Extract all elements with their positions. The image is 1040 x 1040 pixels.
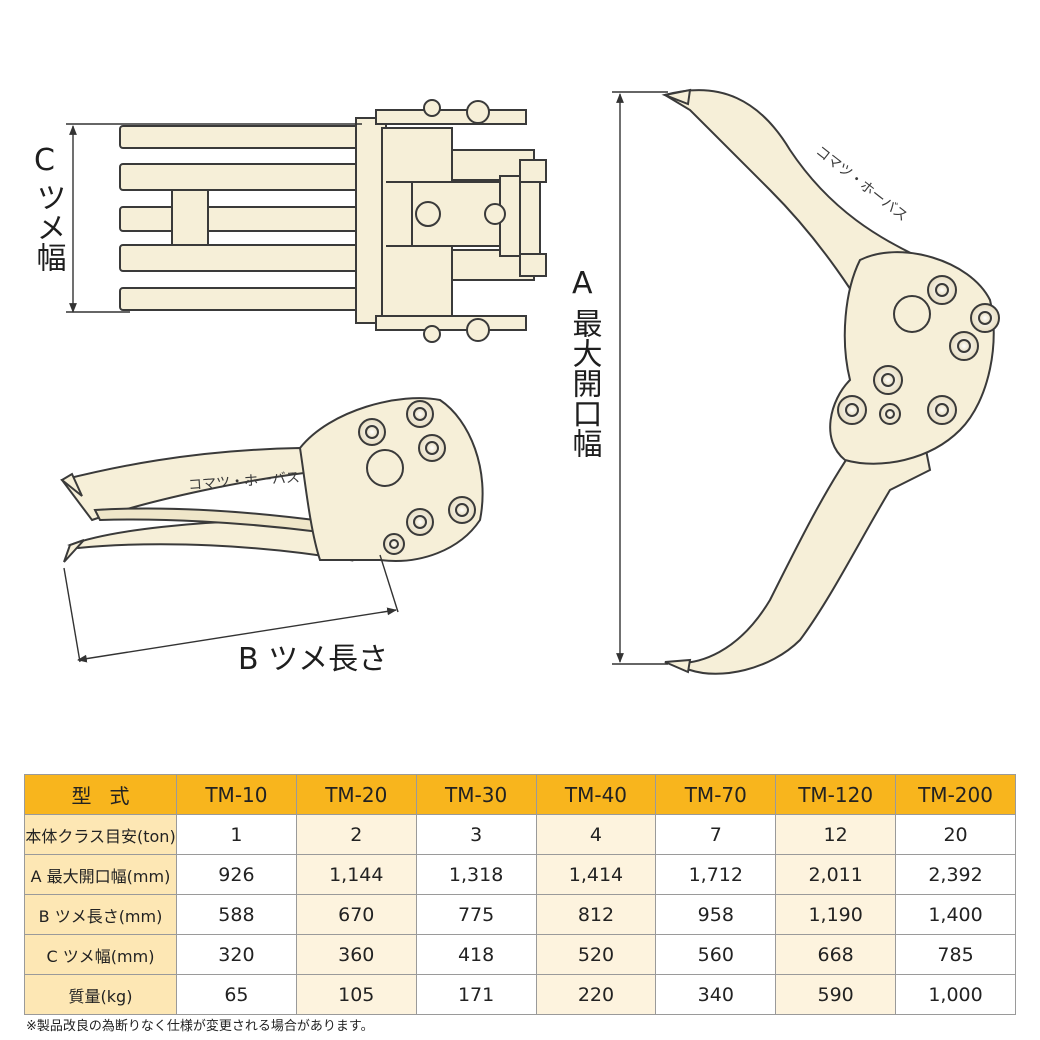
table-cell: 958 bbox=[655, 894, 777, 935]
table-cell: 418 bbox=[415, 934, 537, 975]
c-dimension-line bbox=[66, 123, 362, 313]
model-column-header: TM-30 bbox=[415, 774, 537, 815]
table-cell: 12 bbox=[775, 814, 897, 855]
table-cell: 1,414 bbox=[535, 854, 657, 895]
model-column-header: TM-40 bbox=[535, 774, 657, 815]
table-cell: 812 bbox=[535, 894, 657, 935]
row-label: C ツメ幅(mm) bbox=[24, 934, 177, 975]
product-drawing: コマツ・ホーバス コマツ・ホーバス bbox=[60, 88, 1000, 675]
side-view-drawing bbox=[60, 397, 484, 563]
table-cell: 670 bbox=[295, 894, 417, 935]
table-cell: 560 bbox=[655, 934, 777, 975]
table-cell: 775 bbox=[415, 894, 537, 935]
table-cell: 2,392 bbox=[895, 854, 1016, 895]
b-dimension-line bbox=[63, 554, 399, 663]
top-view-drawing bbox=[119, 99, 547, 343]
table-cell: 668 bbox=[775, 934, 897, 975]
table-cell: 1,712 bbox=[655, 854, 777, 895]
table-cell: 590 bbox=[775, 974, 897, 1015]
table-cell: 1,000 bbox=[895, 974, 1016, 1015]
c-letter-label: C bbox=[34, 143, 55, 178]
table-cell: 1,144 bbox=[295, 854, 417, 895]
footnote: ※製品改良の為断りなく仕様が変更される場合があります。 bbox=[26, 1019, 374, 1034]
side-view-bolts bbox=[358, 400, 476, 555]
table-cell: 7 bbox=[655, 814, 777, 855]
model-header: 型式 bbox=[24, 774, 177, 815]
table-cell: 2 bbox=[295, 814, 417, 855]
table-cell: 340 bbox=[655, 974, 777, 1015]
model-column-header: TM-70 bbox=[655, 774, 777, 815]
table-cell: 360 bbox=[295, 934, 417, 975]
table-cell: 171 bbox=[415, 974, 537, 1015]
model-column-header: TM-200 bbox=[895, 774, 1016, 815]
table-cell: 1,318 bbox=[415, 854, 537, 895]
a-letter-label: A bbox=[572, 266, 593, 301]
table-cell: 785 bbox=[895, 934, 1016, 975]
row-label: B ツメ長さ(mm) bbox=[24, 894, 177, 935]
table-cell: 588 bbox=[176, 894, 297, 935]
model-column-header: TM-120 bbox=[775, 774, 897, 815]
table-cell: 3 bbox=[415, 814, 537, 855]
table-cell: 105 bbox=[295, 974, 417, 1015]
table-cell: 926 bbox=[176, 854, 297, 895]
row-label: A 最大開口幅(mm) bbox=[24, 854, 177, 895]
table-cell: 4 bbox=[535, 814, 657, 855]
table-cell: 220 bbox=[535, 974, 657, 1015]
table-cell: 1,190 bbox=[775, 894, 897, 935]
table-cell: 520 bbox=[535, 934, 657, 975]
table-cell: 2,011 bbox=[775, 854, 897, 895]
table-cell: 65 bbox=[176, 974, 297, 1015]
b-length-label: B ツメ長さ bbox=[238, 642, 389, 677]
table-cell: 1 bbox=[176, 814, 297, 855]
side-logo-text: コマツ・ホーバス bbox=[188, 470, 301, 494]
a-dimension-line bbox=[612, 91, 668, 665]
c-width-label: ツメ幅 bbox=[30, 182, 66, 272]
model-column-header: TM-20 bbox=[295, 774, 417, 815]
model-column-header: TM-10 bbox=[176, 774, 297, 815]
front-view-drawing bbox=[661, 88, 995, 675]
row-label: 質量(kg) bbox=[24, 974, 177, 1015]
table-cell: 320 bbox=[176, 934, 297, 975]
table-cell: 1,400 bbox=[895, 894, 1016, 935]
front-view-bolts bbox=[837, 275, 1000, 425]
row-label: 本体クラス目安(ton) bbox=[24, 814, 177, 855]
a-opening-label: 最大開口幅 bbox=[566, 308, 602, 458]
table-cell: 20 bbox=[895, 814, 1016, 855]
